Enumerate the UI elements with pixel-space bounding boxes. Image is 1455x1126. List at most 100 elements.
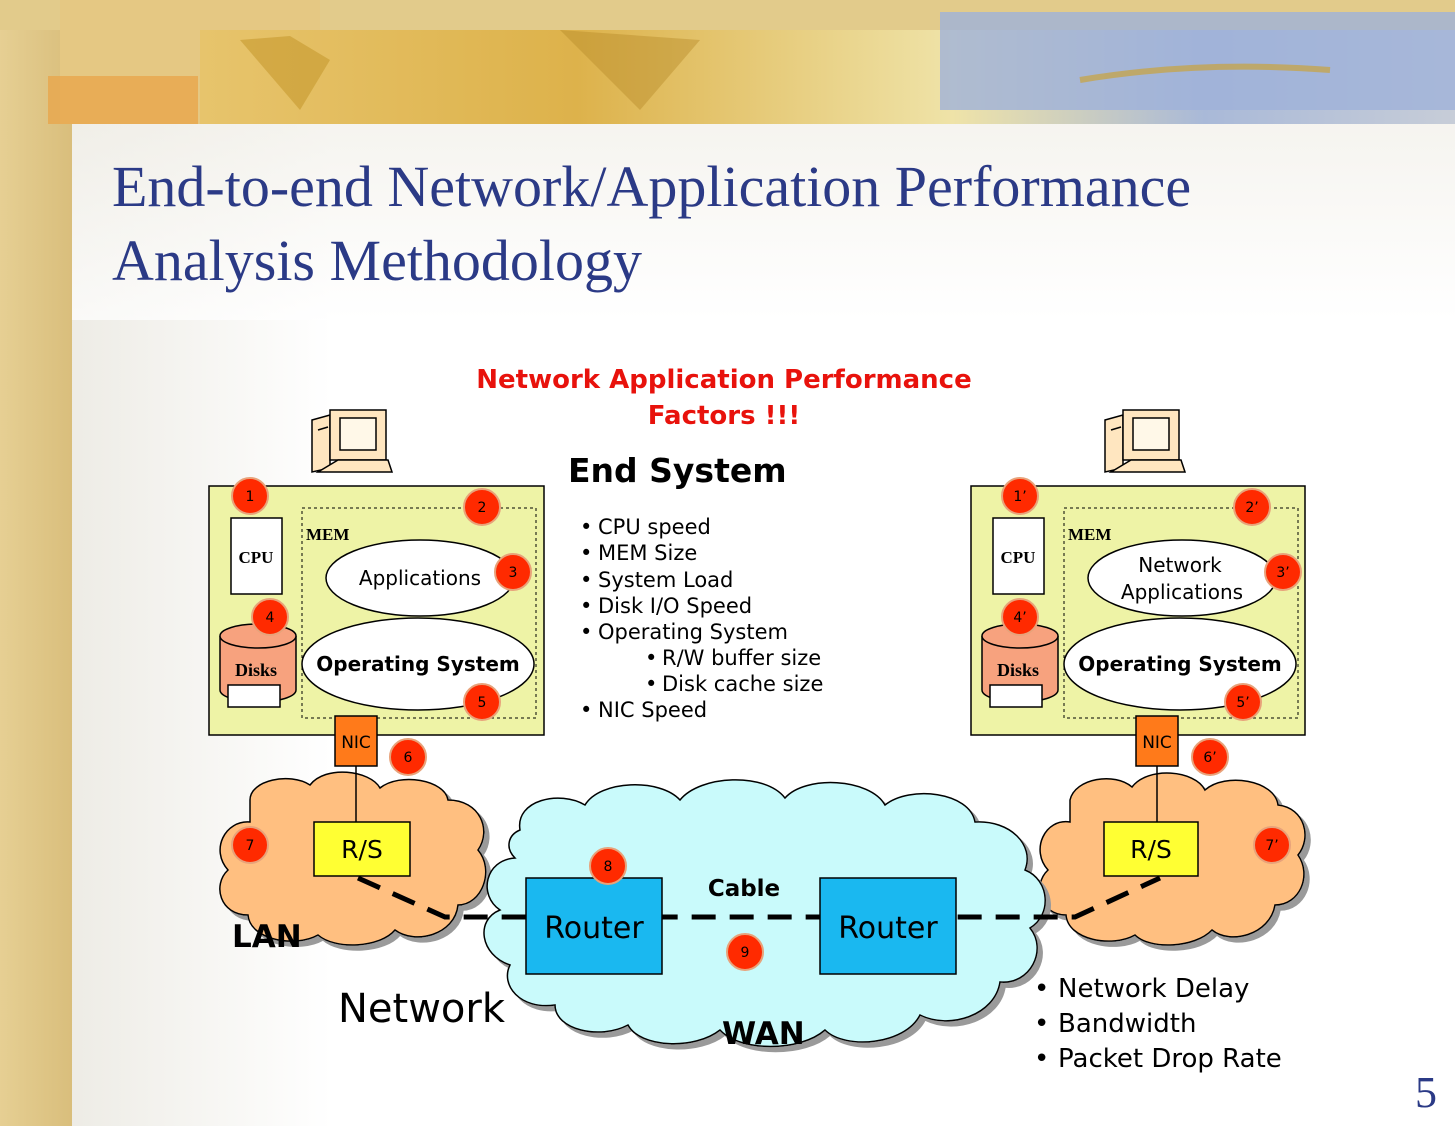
end-system-title: End System — [568, 451, 787, 490]
os-subfactor: Disk cache size — [662, 672, 823, 696]
factor-marker — [1233, 488, 1271, 526]
slide-title-line-1: End-to-end Network/Application Performan… — [112, 154, 1192, 219]
factor-marker — [589, 847, 627, 885]
os-label: Operating System — [1078, 652, 1282, 676]
end-system-factor-bullet: • — [580, 568, 592, 592]
mem-label: MEM — [306, 525, 349, 544]
factor-marker — [231, 477, 269, 515]
factor-marker — [463, 683, 501, 721]
router-box-left — [525, 877, 663, 975]
end-system-factor-bullet: • — [580, 515, 592, 539]
cpu-box — [230, 517, 283, 595]
network-factor-bullet: • — [1034, 1009, 1049, 1039]
network-factor: Network Delay — [1058, 974, 1249, 1004]
cpu-box — [992, 517, 1045, 595]
network-factor: Bandwidth — [1058, 1009, 1196, 1039]
factor-marker-label: 4’ — [1013, 610, 1026, 626]
end-system-factor: CPU speed — [598, 515, 711, 539]
cable-path — [356, 875, 1162, 920]
factor-marker-label: 5’ — [1236, 695, 1249, 711]
factor-marker — [1224, 683, 1262, 721]
factor-marker — [726, 933, 764, 971]
slide-title-line-2: Analysis Methodology — [112, 228, 643, 293]
nic-label: NIC — [1142, 733, 1172, 753]
factor-marker — [1264, 553, 1302, 591]
factor-marker-label: 7 — [246, 838, 255, 854]
cable-label: Cable — [708, 876, 780, 902]
mem-region — [301, 507, 537, 719]
factor-marker — [231, 826, 269, 864]
nic-speed-factor: NIC Speed — [598, 698, 707, 722]
os-subfactor: R/W buffer size — [662, 646, 821, 670]
end-system-factor-bullet: • — [580, 541, 592, 565]
diagram-heading-line-2: Factors !!! — [648, 401, 800, 431]
network-factor-bullet: • — [1034, 974, 1049, 1004]
end-system-factor-bullet: • — [580, 620, 592, 644]
factor-marker-label: 2’ — [1245, 500, 1258, 516]
factor-marker-label: 2 — [478, 500, 487, 516]
diagram-heading-line-1: Network Application Performance — [476, 365, 971, 395]
applications-label-line-1: Network — [1138, 553, 1222, 577]
factor-marker — [1191, 738, 1229, 776]
right-host: MEM CPU Disks Network Applications Opera… — [970, 409, 1306, 877]
disks-label: Disks — [235, 660, 277, 680]
switch-box — [313, 821, 411, 877]
marker-set-network: 8 9 — [589, 847, 764, 971]
page-number: 5 — [1415, 1068, 1437, 1117]
os-subfactor-bullet: • — [645, 672, 657, 696]
factor-marker — [251, 598, 289, 636]
factor-marker — [1253, 826, 1291, 864]
disks-label: Disks — [997, 660, 1039, 680]
factor-marker — [463, 488, 501, 526]
factor-marker-label: 3 — [509, 565, 518, 581]
network-factor-list: • Network Delay • Bandwidth • Packet Dro… — [1034, 974, 1282, 1074]
switch-label: R/S — [341, 835, 383, 864]
network-factor-bullet: • — [1034, 1044, 1049, 1074]
factor-marker-label: 1’ — [1013, 489, 1026, 505]
wan-cloud — [483, 779, 1046, 1048]
switch-label: R/S — [1130, 835, 1172, 864]
applications-ellipse — [1087, 539, 1277, 617]
factor-marker-label: 3’ — [1276, 565, 1289, 581]
factor-marker — [1001, 477, 1039, 515]
nic-label: NIC — [341, 733, 371, 753]
factor-marker-label: 4 — [266, 610, 275, 626]
end-system-factor-bullet: • — [580, 594, 592, 618]
cpu-label: CPU — [1001, 548, 1036, 567]
marker-set-left: 1 2 3 4 5 6 7 — [231, 477, 532, 864]
nic-box — [334, 715, 378, 767]
factor-marker — [389, 738, 427, 776]
router-label-left: Router — [544, 911, 644, 946]
factor-marker-label: 6 — [404, 750, 413, 766]
computer-icon — [1104, 409, 1187, 473]
network-factor: Packet Drop Rate — [1058, 1044, 1282, 1074]
slide-title: End-to-end Network/Application Performan… — [112, 150, 1362, 298]
factor-marker-label: 7’ — [1265, 838, 1278, 854]
switch-box — [1103, 821, 1199, 877]
cpu-label: CPU — [239, 548, 274, 567]
marker-set-right: 1’ 2’ 3’ 4’ 5’ 6’ 7’ — [1001, 477, 1302, 864]
factor-marker-label: 1 — [246, 489, 255, 505]
factor-marker-label: 9 — [741, 945, 750, 961]
left-host: MEM CPU Disks Applications Operating Sys… — [208, 409, 545, 877]
factor-marker — [1001, 598, 1039, 636]
end-system-factor: Operating System — [598, 620, 788, 644]
end-system-factor-bullet: • — [580, 698, 592, 722]
end-system-factor: System Load — [598, 568, 733, 592]
lan-label: LAN — [232, 919, 302, 955]
router-label-right: Router — [838, 911, 938, 946]
applications-label-line-2: Applications — [1121, 580, 1243, 604]
computer-icon — [311, 409, 394, 473]
router-box-right — [819, 877, 957, 975]
network-label: Network — [338, 986, 506, 1032]
os-label: Operating System — [316, 652, 520, 676]
end-system-factor-list: • CPU speed • MEM Size • System Load • D… — [580, 515, 823, 722]
end-system-factor: MEM Size — [598, 541, 697, 565]
disks-icon — [219, 623, 297, 708]
factor-marker-label: 8 — [604, 859, 613, 875]
mem-label: MEM — [1068, 525, 1111, 544]
mem-region — [1063, 507, 1299, 719]
factor-marker-label: 5 — [478, 695, 487, 711]
